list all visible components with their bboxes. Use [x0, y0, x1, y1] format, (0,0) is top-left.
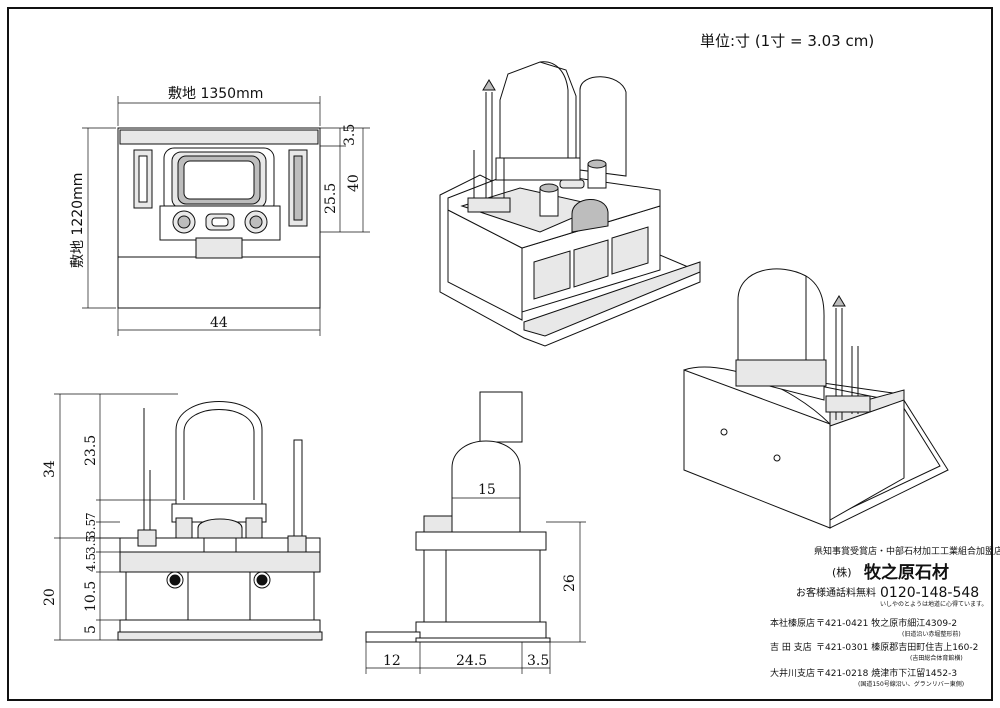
isometric-view-front — [439, 61, 701, 347]
plan-bottom-dim: 44 — [210, 315, 228, 331]
front-dim-34: 34 — [42, 460, 58, 478]
isometric-view-rear — [683, 268, 949, 529]
plan-view: 敷地 1350mm 敷地 1220mm 44 — [70, 86, 370, 336]
front-dim-3-5-b: 3.5 — [84, 535, 98, 554]
company-name-prefix: (株) — [832, 565, 852, 579]
front-dim-10-5: 10.5 — [83, 581, 99, 612]
plan-dim-3-5: 3.5 — [342, 124, 358, 146]
side-dim-26: 26 — [562, 574, 578, 592]
branch-note: (吉田総合体育館横) — [910, 654, 963, 662]
front-dim-5: 5 — [83, 625, 99, 634]
unit-note: 単位:寸 (1寸 = 3.03 cm) — [700, 32, 874, 50]
side-dim-3-5: 3.5 — [527, 653, 549, 669]
front-dim-4-5: 4.5 — [84, 553, 98, 572]
sheet-border — [7, 7, 993, 701]
plan-width-label: 敷地 1350mm — [168, 86, 263, 102]
branch-address: 〒421-0421 牧之原市細江4309-2 — [816, 617, 957, 629]
side-dim-15: 15 — [478, 482, 496, 498]
plan-depth-label: 敷地 1220mm — [70, 173, 86, 268]
phone-note: いしやのとようは地道に心得ています。 — [880, 600, 987, 608]
side-view: 15 26 12 24.5 3.5 — [365, 391, 586, 674]
branch-note: (国道150号線沿い、グランリバー東側) — [858, 680, 964, 688]
front-dim-23-5: 23.5 — [83, 435, 99, 466]
plan-dim-40: 40 — [346, 174, 362, 192]
branch-name: 本社榛原店 — [770, 617, 815, 629]
side-dim-12: 12 — [383, 653, 401, 669]
company-name: 牧之原石材 — [864, 562, 949, 583]
front-dim-7: 7 — [84, 512, 98, 520]
branch-address: 〒421-0218 焼津市下江留1452-3 — [816, 667, 957, 679]
side-dim-24-5: 24.5 — [456, 653, 487, 669]
front-view: 34 20 23.5 3.5 7 3.5 4.5 10.5 5 — [42, 393, 323, 641]
front-dim-3-5-a: 3.5 — [84, 519, 98, 538]
branch-note: (旧道沿い赤堀整形前) — [902, 630, 961, 638]
branch-name: 吉 田 支店 — [770, 641, 812, 653]
branch-name: 大井川支店 — [770, 667, 815, 679]
front-dim-20: 20 — [42, 588, 58, 606]
branch-address: 〒421-0301 榛原郡吉田町住吉上160-2 — [816, 641, 978, 653]
company-info: 県知事賞受賞店・中部石材加工工業組合加盟店 (株) 牧之原石材 お客様通話料無料… — [770, 545, 1000, 688]
freecall-label: お客様通話料無料 — [796, 586, 876, 599]
company-phone: 0120-148-548 — [880, 585, 979, 601]
company-affiliation: 県知事賞受賞店・中部石材加工工業組合加盟店 — [814, 545, 1000, 557]
plan-dim-25-5: 25.5 — [323, 183, 339, 214]
